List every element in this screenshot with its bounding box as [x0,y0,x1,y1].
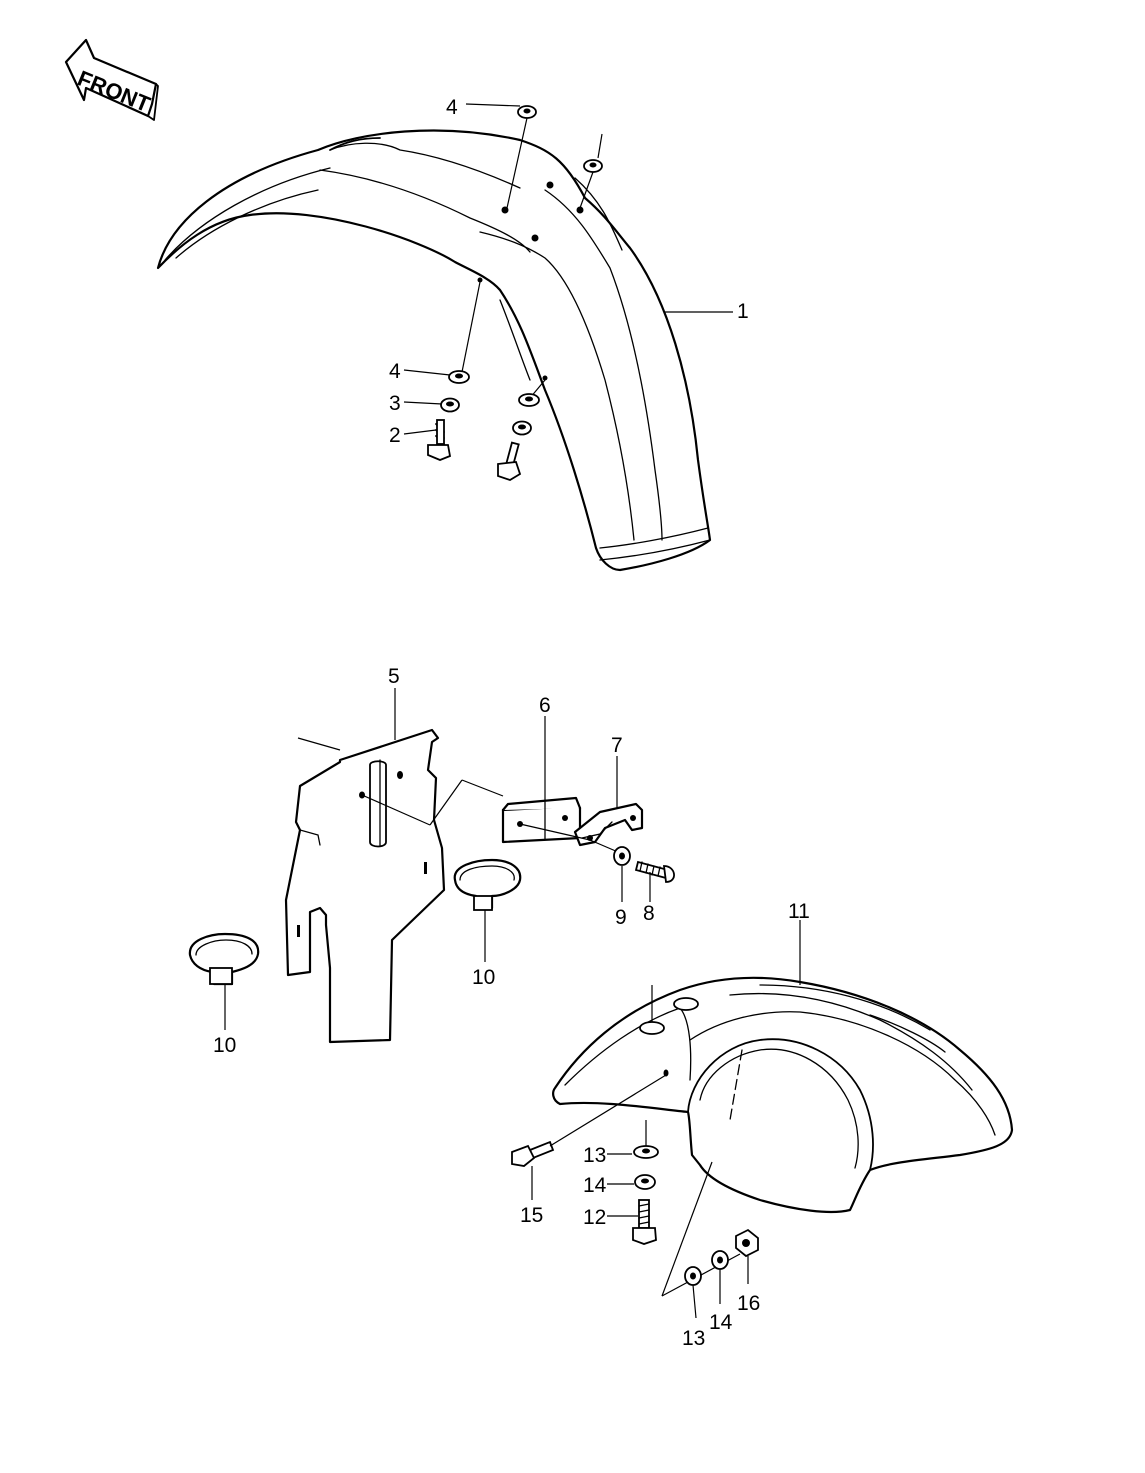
callout-3: 3 [389,392,401,415]
mount-bracket-illustration [573,802,644,847]
lock-washer-icon [440,397,460,413]
washer-icon [518,393,540,407]
callout-1: 1 [737,300,749,323]
washer-icon [633,1145,659,1159]
hose-clamp-icon [453,858,522,911]
callout-10: 10 [472,966,495,989]
lock-washer-icon [512,420,532,436]
front-fender-illustration [156,129,712,572]
washer-icon [583,159,603,173]
washer-icon [517,105,537,119]
fender-hardware [427,105,603,481]
callout-13: 13 [583,1144,606,1167]
bolt-icon [632,1199,657,1245]
callout-14: 14 [583,1174,607,1197]
front-arrow-icon: FRONT [64,38,159,121]
callout-5: 5 [388,665,400,688]
callout-16: 16 [737,1292,760,1315]
callout-10: 10 [213,1034,236,1057]
callout-2: 2 [389,424,401,447]
callout-14: 14 [709,1311,733,1334]
callout-8: 8 [643,902,655,925]
washer-icon [448,370,470,384]
callout-4: 4 [446,96,458,119]
nut-icon [735,1228,759,1258]
callout-15: 15 [520,1204,543,1227]
bolt-icon [427,419,452,461]
lock-washer-icon [634,1174,656,1190]
callout-11: 11 [788,900,810,923]
bracket-plate-illustration [284,728,446,1044]
screw-icon [634,860,675,883]
bolt-icon [497,441,522,481]
callout-13: 13 [682,1327,705,1350]
callout-6: 6 [539,694,551,717]
callout-7: 7 [611,734,623,757]
callout-9: 9 [615,906,627,929]
callout-12: 12 [583,1206,606,1229]
washer-icon [684,1266,702,1286]
washer-icon [613,846,631,866]
hose-clamp-icon [188,932,260,986]
callout-4: 4 [389,360,401,383]
rear-fender-illustration [552,976,1014,1214]
lock-washer-icon [711,1250,729,1270]
bolt-icon [511,1140,555,1167]
